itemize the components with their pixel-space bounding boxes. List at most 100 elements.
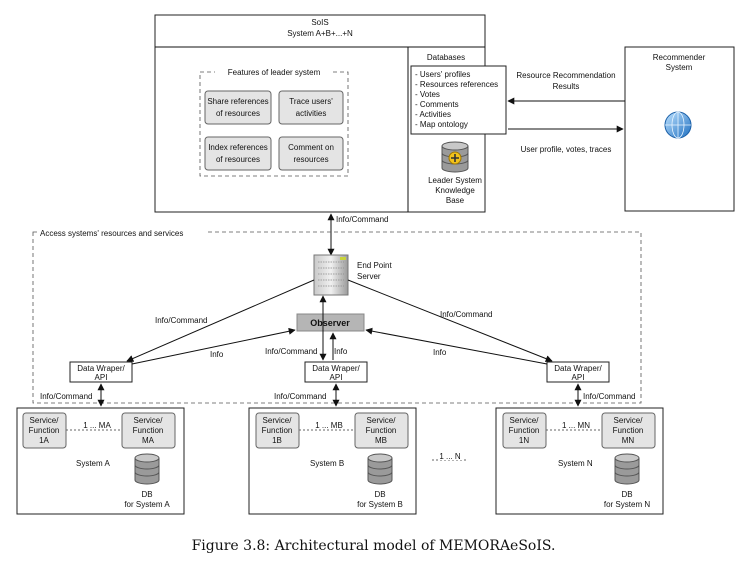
recommender-title-line1: Recommender [653, 53, 706, 62]
kb-label-line2: Knowledge [435, 186, 475, 195]
feature-share-line1: Share references [207, 97, 268, 106]
observer-label: Observer [310, 318, 350, 328]
system-b-svc1-line2: Function [262, 426, 293, 435]
observer-box: Observer [296, 313, 365, 332]
system-b-box: Service/ Function 1B Service/ Function M… [248, 407, 417, 515]
databases-title: Databases [427, 53, 465, 62]
kb-label-line1: Leader System [428, 176, 482, 185]
system-a-db-line2: for System A [124, 500, 170, 509]
system-a-box: Service/ Function 1A Service/ Function M… [16, 407, 185, 515]
system-n-db-line1: DB [621, 490, 632, 499]
system-b-db-line2: for System B [357, 500, 403, 509]
system-b-db-line1: DB [374, 490, 385, 499]
system-a-svc2-line3: MA [142, 436, 155, 445]
system-b-db-icon [367, 453, 393, 485]
system-n-svc1-line1: Service/ [510, 416, 540, 425]
recommender-title-line2: System [666, 63, 693, 72]
system-n-svc2-line3: MN [622, 436, 635, 445]
info-command-top-label: Info/Command [336, 215, 388, 224]
databases-panel: Databases - Users' profiles - Resources … [410, 53, 507, 205]
edge-label-right-info-command: Info/Command [440, 310, 492, 319]
endpoint-label-line2: Server [357, 272, 381, 281]
sois-subtitle: System A+B+...+N [287, 29, 353, 38]
feature-index-line2: of resources [216, 155, 260, 164]
wrapper-a-line1: Data Wraper/ [77, 364, 125, 373]
db-item-map-ontology: - Map ontology [415, 120, 468, 129]
system-b-svc1-line1: Service/ [263, 416, 293, 425]
edge-label-left-info-command: Info/Command [155, 316, 207, 325]
system-b-svc2-line1: Service/ [367, 416, 397, 425]
system-b-name: System B [310, 459, 344, 468]
wrapper-b-line2: API [330, 373, 343, 382]
wrapper-b-line1: Data Wraper/ [312, 364, 360, 373]
features-title: Features of leader system [228, 68, 321, 77]
data-wrapper-a: Data Wraper/ API [69, 361, 133, 383]
feature-index-line1: Index references [208, 143, 268, 152]
system-a-svc1-line2: Function [29, 426, 60, 435]
system-n-link: 1 ... MN [562, 421, 590, 430]
db-item-users-profiles: - Users' profiles [415, 70, 470, 79]
system-n-name: System N [558, 459, 593, 468]
endpoint-to-wrapper-a [126, 279, 315, 362]
sois-title: SoIS [311, 18, 328, 27]
system-a-svc2-line2: Function [133, 426, 164, 435]
endpoint-to-wrapper-n [347, 279, 553, 362]
system-a-svc1-line3: 1A [39, 436, 49, 445]
knowledge-base-db-icon [441, 141, 469, 173]
data-wrapper-n: Data Wraper/ API [546, 361, 610, 383]
system-n-svc1-line3: 1N [519, 436, 529, 445]
db-item-votes: - Votes [415, 90, 440, 99]
system-a-link: 1 ... MA [83, 421, 111, 430]
feature-trace-line2: activities [296, 109, 327, 118]
endpoint-label-line1: End Point [357, 261, 392, 270]
recommendation-label-line2: Results [553, 82, 580, 91]
system-n-box: Service/ Function 1N Service/ Function M… [495, 407, 664, 515]
system-a-name: System A [76, 459, 110, 468]
system-n-db-line2: for System N [604, 500, 650, 509]
system-n-svc2-line1: Service/ [614, 416, 644, 425]
kb-label-line3: Base [446, 196, 465, 205]
data-wrapper-b: Data Wraper/ API [304, 361, 368, 383]
system-b-svc1-line3: 1B [272, 436, 282, 445]
system-a-svc2-line1: Service/ [134, 416, 164, 425]
system-n-svc2-line2: Function [613, 426, 644, 435]
system-b-svc2-line3: MB [375, 436, 387, 445]
globe-icon [664, 111, 692, 139]
feature-comment-line2: resources [293, 155, 328, 164]
wrapper-a-info-command: Info/Command [40, 392, 92, 401]
wrapper-n-to-observer [365, 327, 548, 365]
wrapper-n-info-command: Info/Command [583, 392, 635, 401]
system-b-link: 1 ... MB [315, 421, 343, 430]
between-systems-label: 1 ... N [439, 452, 461, 461]
system-a-db-icon [134, 453, 160, 485]
recommendation-label-line1: Resource Recommendation [516, 71, 615, 80]
wrapper-n-line2: API [572, 373, 585, 382]
db-item-resources-references: - Resources references [415, 80, 498, 89]
edge-label-center-info-command: Info/Command [265, 347, 317, 356]
system-a-svc1-line1: Service/ [30, 416, 60, 425]
recommender-box: Recommender System [624, 46, 735, 212]
feature-comment-resources: Comment on resources [278, 136, 344, 171]
system-a-db-line1: DB [141, 490, 152, 499]
system-n-db-icon [614, 453, 640, 485]
feature-trace-activities: Trace users' activities [278, 90, 344, 125]
db-item-activities: - Activities [415, 110, 451, 119]
profile-label: User profile, votes, traces [521, 145, 612, 154]
feature-trace-line1: Trace users' [289, 97, 333, 106]
edge-label-center-info: Info [334, 347, 348, 356]
feature-index-references: Index references of resources [204, 136, 272, 171]
figure-caption: Figure 3.8: Architectural model of MEMOR… [191, 538, 556, 554]
wrapper-b-info-command: Info/Command [274, 392, 326, 401]
edge-label-right-info: Info [433, 348, 447, 357]
features-group: Features of leader system Share referenc… [199, 67, 349, 177]
feature-share-line2: of resources [216, 109, 260, 118]
feature-share-references: Share references of resources [204, 90, 272, 125]
edge-label-left-info: Info [210, 350, 224, 359]
access-region: Access systems' resources and services [32, 228, 642, 404]
system-n-svc1-line2: Function [509, 426, 540, 435]
system-b-svc2-line2: Function [366, 426, 397, 435]
endpoint-server-icon [313, 254, 349, 296]
wrapper-a-line2: API [95, 373, 108, 382]
wrapper-n-line1: Data Wraper/ [554, 364, 602, 373]
feature-comment-line1: Comment on [288, 143, 334, 152]
